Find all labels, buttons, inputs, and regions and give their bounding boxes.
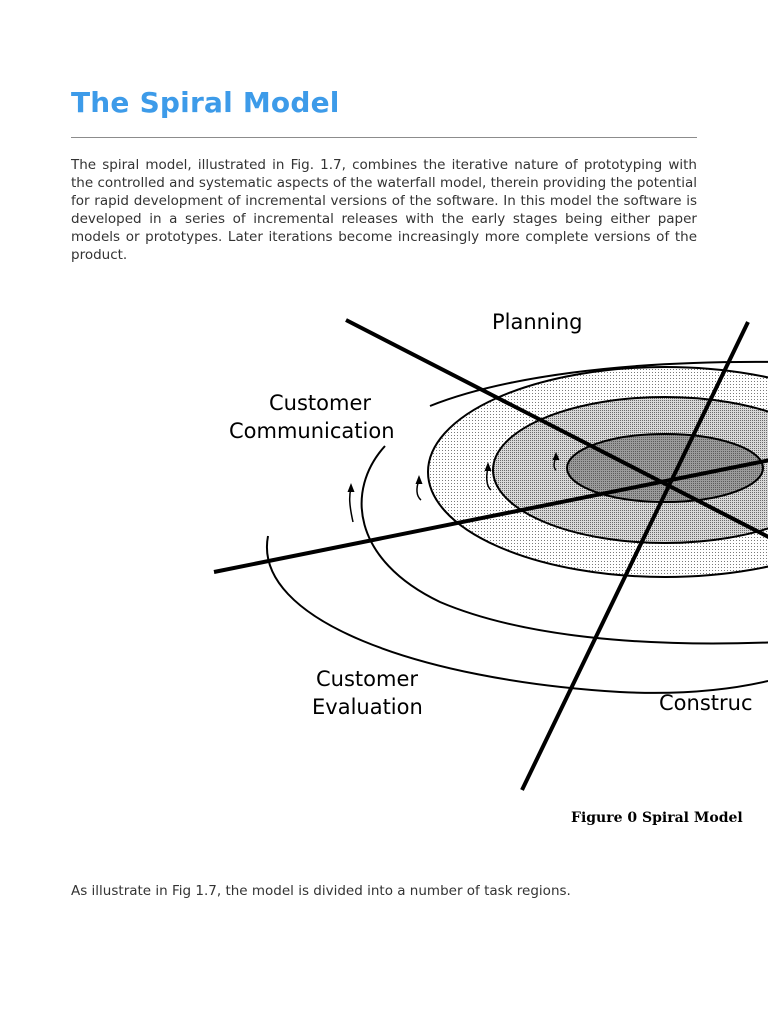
closing-paragraph: As illustrate in Fig 1.7, the model is d… [71,883,571,899]
axis-line-horizontal [213,458,768,574]
spiral-arrow-4 [552,452,560,471]
spiral-arrow-2 [415,475,423,501]
label-construction: Construc [659,691,753,715]
axis-line-steep [520,321,750,791]
title-divider [71,137,697,138]
spiral-model-figure: Planning Customer Communication Customer… [0,290,768,810]
label-planning: Planning [492,310,582,334]
spiral-arc-top [429,360,768,407]
spiral-arrow-1 [347,483,355,523]
spiral-arc-outermost [265,535,768,694]
spiral-arc-second [360,445,768,645]
intro-paragraph: The spiral model, illustrated in Fig. 1.… [71,157,697,263]
axis-line-planning-diagonal [345,318,768,539]
label-customer-evaluation-2: Evaluation [312,695,423,719]
label-customer-evaluation-1: Customer [316,667,418,691]
figure-caption: Figure 0 Spiral Model [571,810,743,826]
spiral-ring-inner [566,433,764,503]
label-customer-communication-2: Communication [229,419,395,443]
page-title: The Spiral Model [71,86,340,119]
spiral-arrow-3 [484,462,492,491]
label-customer-communication-1: Customer [269,391,371,415]
